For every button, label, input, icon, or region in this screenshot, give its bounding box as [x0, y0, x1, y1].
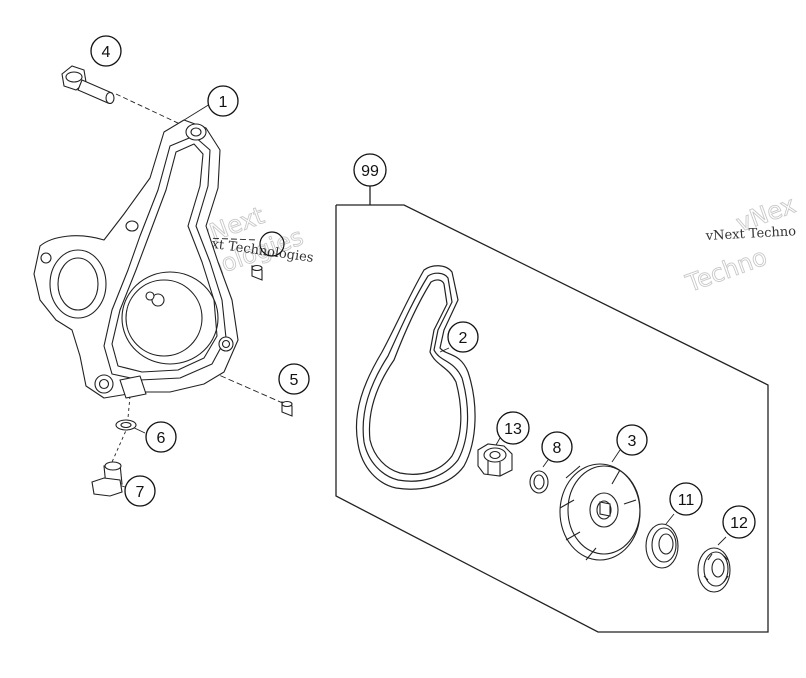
- watermark-text-right: vNext Techno: [704, 224, 796, 244]
- callout-5-label: 5: [290, 372, 299, 389]
- callout-4-label: 4: [102, 44, 111, 61]
- callout-4: 4: [90, 35, 122, 67]
- part-4-bolt: [61, 65, 115, 105]
- callout-hidden: [259, 231, 285, 257]
- callouts: 1 2 3 4 5 6 7 8: [90, 35, 756, 539]
- kit-99-outline: [335, 184, 769, 633]
- callout-11: 11: [669, 482, 703, 516]
- callout-6-label: 6: [157, 430, 166, 447]
- callout-5: 5: [278, 363, 310, 395]
- callout-11-label: 11: [678, 492, 695, 509]
- callout-13: 13: [496, 411, 530, 445]
- callout-13-label: 13: [504, 421, 522, 438]
- part-3-impeller: [559, 463, 641, 561]
- callout-3: 3: [616, 424, 648, 456]
- part-6-washer: [115, 419, 137, 431]
- callout-2-label: 2: [459, 330, 468, 347]
- watermark-outline-techno: Techno: [682, 243, 771, 298]
- part-5-dowel-pins: [251, 264, 293, 417]
- callout-1-label: 1: [219, 94, 228, 111]
- callout-3-label: 3: [628, 433, 637, 450]
- part-11-shaft-seal: [645, 523, 679, 569]
- part-8-washer: [529, 470, 549, 494]
- callout-12-label: 12: [730, 515, 748, 532]
- callout-12: 12: [722, 505, 756, 539]
- callout-7: 7: [124, 475, 156, 507]
- part-12-bearing-seal: [697, 547, 731, 593]
- part-1-pump-housing: [33, 119, 239, 399]
- callout-1: 1: [207, 85, 239, 117]
- watermark-right: vNex Techno vNext Techno: [681, 190, 799, 298]
- callout-6: 6: [145, 421, 177, 453]
- part-13-nut: [477, 443, 513, 477]
- callout-2: 2: [447, 321, 479, 353]
- callout-8: 8: [541, 431, 573, 463]
- callout-99: 99: [353, 153, 387, 187]
- callout-8-label: 8: [553, 440, 562, 457]
- part-2-gasket: [355, 265, 476, 490]
- callout-99-label: 99: [361, 163, 379, 180]
- part-7-drain-screw: [91, 461, 123, 497]
- callout-7-label: 7: [136, 484, 145, 501]
